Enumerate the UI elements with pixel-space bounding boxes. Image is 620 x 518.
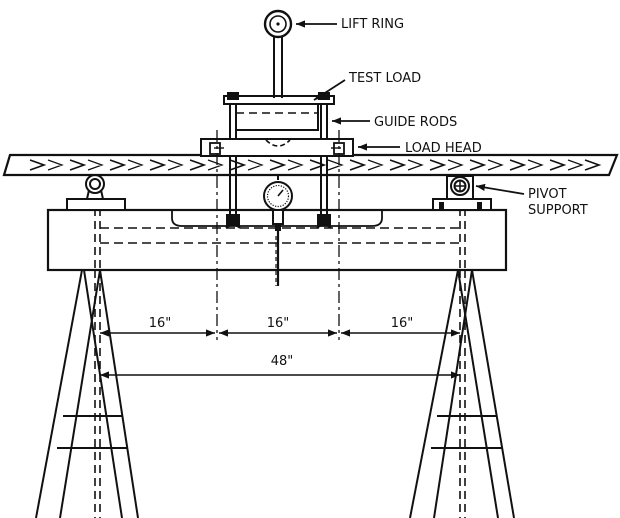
- dim-middle: 16": [267, 316, 290, 331]
- centerlines: [216, 130, 340, 340]
- label-support: SUPPORT: [528, 203, 588, 218]
- label-test-load: TEST LOAD: [348, 71, 421, 86]
- label-leaders: [296, 20, 525, 195]
- rod-foot-right: [316, 214, 332, 229]
- dimension-lines: [100, 329, 460, 379]
- specimen-board: [2, 153, 619, 177]
- left-pivot-support: [66, 174, 126, 211]
- dimension-texts: 16" 16" 16" 48": [143, 314, 413, 369]
- label-pivot: PIVOT: [528, 187, 567, 202]
- dial-gauge: [263, 175, 293, 286]
- load-head: [200, 138, 354, 157]
- dim-left: 16": [149, 316, 172, 331]
- right-sawhorse: [409, 269, 515, 518]
- left-sawhorse: [35, 269, 139, 518]
- dim-right: 16": [391, 316, 414, 331]
- right-pivot-support: [432, 175, 492, 211]
- dim-total: 48": [271, 354, 294, 369]
- test-load-box: [223, 92, 335, 131]
- rod-foot-left: [225, 214, 241, 229]
- label-load-head: LOAD HEAD: [405, 141, 482, 156]
- label-lift-ring: LIFT RING: [341, 17, 404, 32]
- lift-ring: [263, 9, 293, 98]
- label-guide-rods: GUIDE RODS: [374, 115, 457, 130]
